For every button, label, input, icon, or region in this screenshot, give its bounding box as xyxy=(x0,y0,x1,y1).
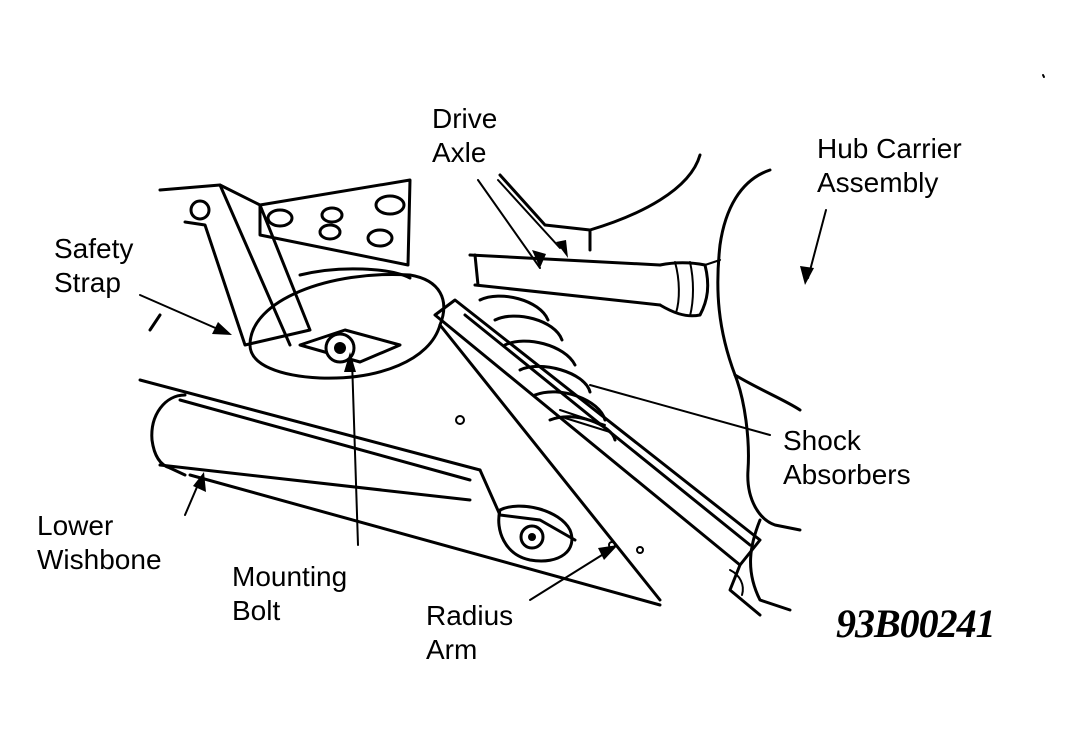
shock-absorbers-line-2: Absorbers xyxy=(783,459,911,490)
label-drive-axle: Drive Axle xyxy=(432,102,497,170)
hub-carrier-line-2: Assembly xyxy=(817,167,939,198)
label-mounting-bolt: Mounting Bolt xyxy=(232,560,347,628)
mounting-bolt-line-1: Mounting xyxy=(232,561,348,592)
drive-axle-line-1: Drive xyxy=(432,103,498,134)
radius-arm-line-1: Radius xyxy=(426,600,514,631)
mounting-bracket xyxy=(258,178,412,267)
hub-carrier-assembly xyxy=(588,153,802,612)
shock-absorbers-line-1: Shock xyxy=(783,425,861,456)
safety-strap-line-1: Safety xyxy=(54,233,134,264)
safety-strap xyxy=(158,183,312,347)
lower-wishbone xyxy=(138,313,662,607)
label-shock-absorbers: Shock Absorbers xyxy=(783,424,911,492)
figure-id: 93B00241 xyxy=(836,601,996,646)
hub-carrier-line-1: Hub Carrier xyxy=(817,133,962,164)
shock-absorbers xyxy=(478,294,617,442)
mounting-bolt-line-2: Bolt xyxy=(232,595,281,626)
drive-axle xyxy=(468,173,721,318)
safety-strap-line-2: Strap xyxy=(54,267,121,298)
shock-lower-mount xyxy=(497,504,574,563)
label-radius-arm: Radius Arm xyxy=(426,599,513,667)
lower-wishbone-line-2: Wishbone xyxy=(37,544,162,575)
label-safety-strap: Safety Strap xyxy=(54,232,133,300)
radius-arm-line-2: Arm xyxy=(426,634,478,665)
radius-arm xyxy=(433,298,762,617)
label-hub-carrier-assembly: Hub Carrier Assembly xyxy=(817,132,962,200)
drive-axle-line-2: Axle xyxy=(432,137,487,168)
label-lower-wishbone: Lower Wishbone xyxy=(37,509,162,577)
leader-lines xyxy=(139,74,1045,601)
lower-wishbone-line-1: Lower xyxy=(37,510,114,541)
